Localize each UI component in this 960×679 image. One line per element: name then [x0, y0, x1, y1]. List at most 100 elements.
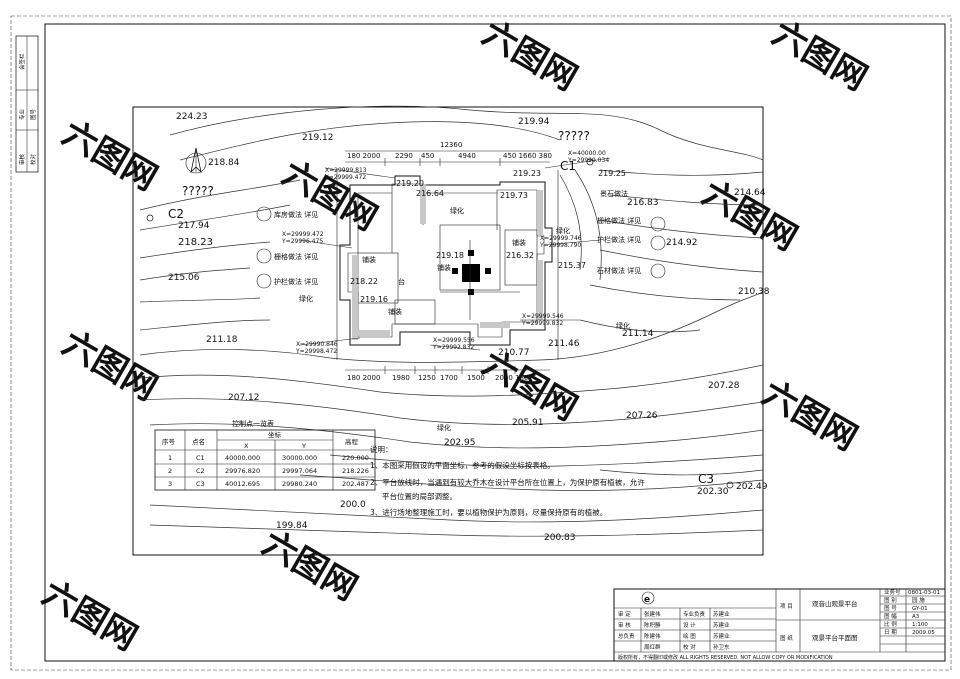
- north-arrow: [185, 147, 207, 174]
- callout-symbols: [256, 206, 666, 289]
- title-block-person: 苏建业: [713, 632, 730, 640]
- control-point-label: C1: [560, 159, 576, 173]
- elevation-label: 216.64: [416, 189, 444, 198]
- elevation-label: 202.95: [444, 438, 476, 448]
- elevation-label: 200.83: [544, 533, 576, 543]
- title-block-field: 图 别: [884, 596, 897, 604]
- elevation-label: 218.84: [208, 158, 240, 168]
- elevation-label: 219.12: [302, 133, 334, 143]
- control-point-table: 控制点一览表 序号 点名 坐标 高程 X Y 1 C1 40000.000 30…: [154, 419, 376, 491]
- control-point-label: C2: [168, 207, 184, 221]
- dimension-label: 450: [421, 152, 434, 160]
- company-logo-icon: [641, 591, 655, 605]
- title-block-person: 苏建业: [713, 610, 730, 618]
- table-title: 控制点一览表: [232, 419, 274, 428]
- table-cell: C2: [196, 467, 205, 475]
- coordinate-labels: X=29999.813 Y=29999.472 X=40000.00 Y=299…: [281, 150, 609, 355]
- coordinate-label: X=29999.813: [325, 167, 367, 174]
- dimension-label: 2000 180: [495, 374, 528, 382]
- project-name: 观音山观景平台: [812, 599, 858, 608]
- table-cell: C3: [196, 480, 205, 488]
- title-block-value: 2009.05: [912, 630, 935, 636]
- title-block-role: 总负责: [618, 632, 635, 640]
- title-block-role: 审 核: [618, 621, 631, 629]
- side-stamp-label: 专业: [18, 108, 26, 120]
- watermark-text: 六图网: [276, 153, 384, 239]
- drawing-name: 观景平台平面图: [812, 633, 858, 642]
- callout-label: 石材做法 详见: [597, 266, 641, 275]
- coordinate-label: Y=29998.790: [539, 242, 581, 249]
- elevation-label: 207.28: [708, 381, 740, 391]
- table-cell: 40000.000: [225, 454, 260, 462]
- title-block-role: 绘 图: [683, 632, 696, 640]
- elevation-label: 202.49: [736, 482, 768, 492]
- callout-label: 景石做法: [600, 189, 628, 198]
- coordinate-label: Y=29999.832: [521, 320, 563, 327]
- elevation-label: 205.91: [512, 418, 544, 428]
- title-block-value: 0801-03-01: [908, 590, 940, 596]
- notes-line: 1、本图采用假设的平面坐标，参考的假设坐标按表格。: [370, 460, 555, 470]
- coordinate-label: X=29990.846: [296, 341, 338, 348]
- coordinate-label: Y=29998.472: [295, 348, 337, 355]
- area-label: 绿化: [450, 206, 464, 215]
- title-block-value: GY-01: [912, 606, 928, 612]
- callout-label: 护栏做法 详见: [274, 277, 318, 286]
- contour-lines: [139, 105, 764, 537]
- elevation-label: 219.16: [360, 295, 388, 304]
- title-block-field: 图 号: [884, 604, 897, 612]
- side-stamp-label: 审核: [18, 153, 26, 165]
- watermark-text: 六图网: [56, 113, 164, 199]
- callout-label: 护栏做法 详见: [597, 235, 641, 244]
- elevation-label: 211.46: [548, 339, 580, 349]
- notes-line: 2、平台放线时，当遇到有较大乔木在设计平台所在位置上，为保护原有植被，允许: [370, 477, 645, 487]
- callout-label: 库房做法 详见: [274, 210, 318, 219]
- title-block-role: 校 对: [683, 643, 696, 651]
- title-block-person: 苏建业: [713, 621, 730, 629]
- elevation-label: 210.38: [738, 287, 770, 297]
- dimension-label: 180 2000: [347, 374, 380, 382]
- drawing-label: 图 纸: [780, 634, 793, 642]
- dimension-label: 450 1660 380: [503, 152, 552, 160]
- drawing-frame: [132, 106, 764, 556]
- elevation-label: 199.84: [276, 521, 308, 531]
- table-cell: 218.226: [342, 467, 369, 475]
- side-stamp: 会签栏 专业 图号 审核 校对: [15, 35, 39, 173]
- table-cell: 1: [168, 454, 172, 462]
- table-cell: 40012.695: [225, 480, 260, 488]
- watermark-text: 六图网: [476, 13, 584, 99]
- copyright-notice: 版权所有，不得翻印或修改 ALL RIGHTS RESERVED. NOT AL…: [618, 654, 833, 661]
- watermark-text: 六图网: [476, 343, 584, 429]
- elevation-label: 207.12: [228, 393, 260, 403]
- notes-line: 平台位置的局部调整。: [382, 491, 457, 501]
- coordinate-label: X=29999.472: [282, 231, 324, 238]
- notes-line: 3、进行场地整理施工时，要以植物保护为原则，尽量保持原有的植被。: [370, 507, 607, 517]
- table-header: 高程: [345, 437, 359, 446]
- watermark-text: 六图网: [696, 173, 804, 259]
- title-block-value: 1:100: [912, 622, 928, 628]
- area-label: 绿化: [437, 423, 451, 432]
- question-marks: ?????: [182, 184, 214, 198]
- elevation-label: 214.92: [666, 238, 698, 248]
- area-labels: 绿化 铺装 铺装 绿化 绿化 铺装 铺装 绿化 绿化 台: [299, 206, 630, 432]
- title-block-field: 日 期: [884, 629, 897, 636]
- title-block-value: A3: [912, 614, 920, 620]
- coordinate-label: Y=29999.472: [324, 174, 366, 181]
- elevation-label: 210.77: [498, 348, 530, 358]
- area-label: 绿化: [299, 294, 313, 303]
- elevation-label: 215.37: [558, 261, 586, 270]
- question-marks: ?????: [700, 459, 732, 473]
- title-block-role: 设 计: [683, 621, 696, 629]
- side-stamp-label: 会签栏: [18, 53, 26, 70]
- callout-label: 栅格做法 详见: [597, 216, 641, 225]
- coordinate-label: Y=29996.475: [281, 238, 323, 245]
- table-cell: 2: [168, 467, 172, 475]
- table-cell: 220.000: [342, 454, 369, 462]
- table-cell: 29976.820: [225, 467, 260, 475]
- title-block-person: 张建伟: [644, 610, 661, 618]
- elevation-label: 217.94: [178, 221, 210, 231]
- table-cell: C1: [196, 454, 205, 462]
- notes-title: 说明：: [370, 444, 393, 454]
- table-header: 坐标: [268, 430, 282, 439]
- dimension-labels: 12360 180 2000 2290 450 4940 450 1660 38…: [347, 141, 552, 382]
